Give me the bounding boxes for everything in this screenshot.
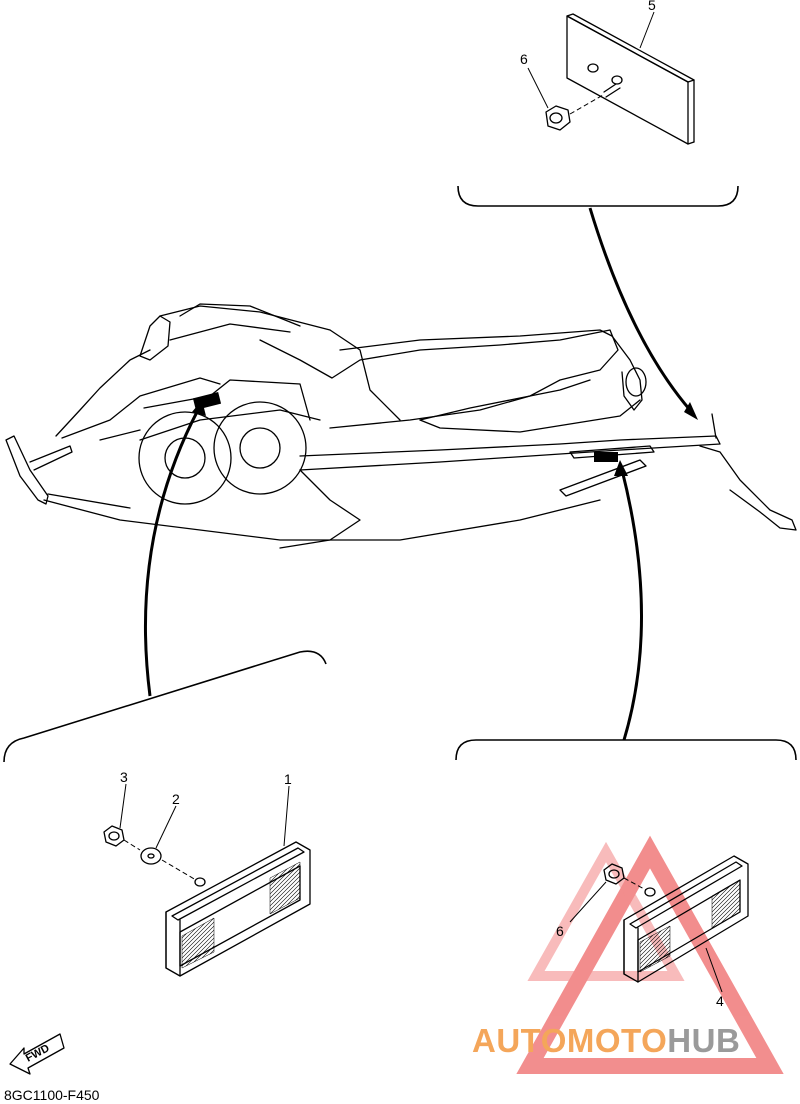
callout-5: 5 [648,0,656,13]
right-detail-group: 6 4 [455,739,797,1074]
arrow-right-detail [620,469,643,741]
reflector-1-hatch-right [269,861,301,915]
snowmobile-outline [5,303,797,549]
leader-6-right [569,881,607,923]
flange-nut-3 [103,825,125,847]
leader-3 [119,783,127,829]
leader-2 [155,805,177,849]
drawing-code: 8GC1100-F450 [4,1087,100,1103]
leader-4 [705,947,723,993]
reflector-4-hatch-left [639,925,671,973]
arrowhead-right [614,460,628,476]
reflector-plate-5 [566,13,695,145]
leader-1 [283,785,290,847]
callout-6-right: 6 [556,923,564,939]
top-detail-panel-frame [457,185,739,207]
reflector-4 [623,855,749,983]
right-detail-panel-frame [455,739,797,761]
arrowhead-top [684,402,698,420]
callout-6-top: 6 [520,51,528,67]
arrow-top-detail [588,207,692,411]
left-detail-group: 1 2 3 [3,650,327,977]
svg-text:AUTOMOTOHUB: AUTOMOTOHUB [472,1022,740,1059]
leader-6-top [527,67,549,109]
top-detail-group: 5 6 [457,0,739,207]
mount-mark-rear-side [594,452,618,462]
forward-direction-arrow: FWD [9,1033,65,1075]
washer-2 [140,847,162,865]
direction-label: FWD [24,1042,52,1064]
reflector-1-hatch-left [181,917,215,969]
callout-2: 2 [172,791,180,807]
reflector-4-hatch-right [711,879,741,929]
leader-5 [639,11,655,49]
arrowhead-left [192,400,206,416]
callout-3: 3 [120,769,128,785]
watermark-text-part2: HUB [667,1022,740,1059]
callout-4: 4 [716,993,724,1009]
watermark-text-part1: AUTOMOTO [472,1022,667,1059]
callout-1: 1 [284,771,292,787]
reflector-1 [165,841,311,977]
flange-nut-6-top [545,94,604,131]
left-detail-panel-frame [3,650,327,763]
watermark-text: AUTOMOTOHUB [472,1022,740,1059]
arrow-left-detail [143,409,200,697]
